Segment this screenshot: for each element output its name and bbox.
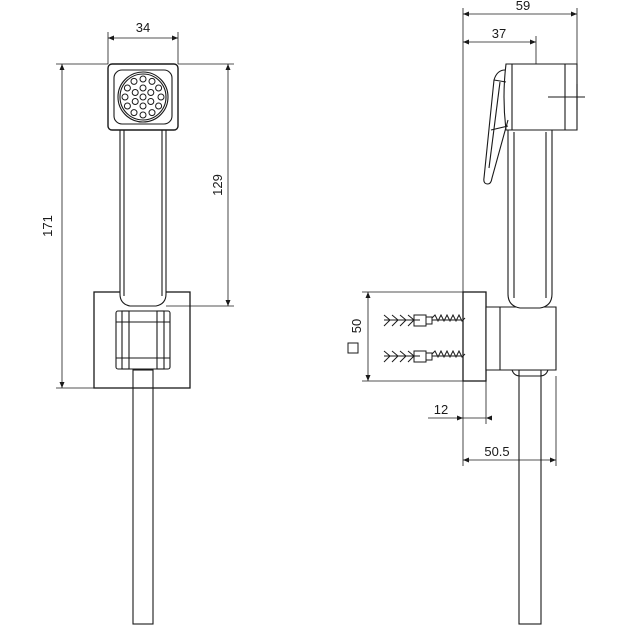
- spray-nozzles: [121, 75, 165, 119]
- side-wall-plate: [462, 291, 487, 382]
- side-trigger-lever: [483, 69, 509, 185]
- wall-anchors: [383, 313, 466, 363]
- side-dimensions: [362, 8, 578, 466]
- side-hose: [518, 369, 542, 625]
- side-head: [503, 63, 585, 131]
- dim-handle-length: 129: [210, 174, 225, 196]
- front-spray-head: [107, 63, 179, 131]
- wall-anchor-top: [383, 313, 466, 327]
- dim-overall-height: 171: [40, 215, 55, 237]
- side-view: [462, 63, 585, 625]
- front-view: [93, 63, 191, 625]
- wall-anchor-bottom: [383, 349, 466, 363]
- front-handle: [119, 129, 167, 307]
- square-symbol: [347, 342, 359, 354]
- side-handle: [507, 127, 553, 309]
- dim-bracket-size: 50: [349, 319, 364, 333]
- front-dimensions: [56, 32, 234, 389]
- dim-bracket-thickness: 12: [434, 402, 448, 417]
- dim-head-width: 34: [136, 20, 150, 35]
- side-bracket-body: [485, 306, 557, 377]
- dim-hose-offset: 50.5: [484, 444, 509, 459]
- dim-overall-depth: 59: [516, 0, 530, 13]
- dim-head-depth: 37: [492, 26, 506, 41]
- front-hose: [132, 369, 154, 625]
